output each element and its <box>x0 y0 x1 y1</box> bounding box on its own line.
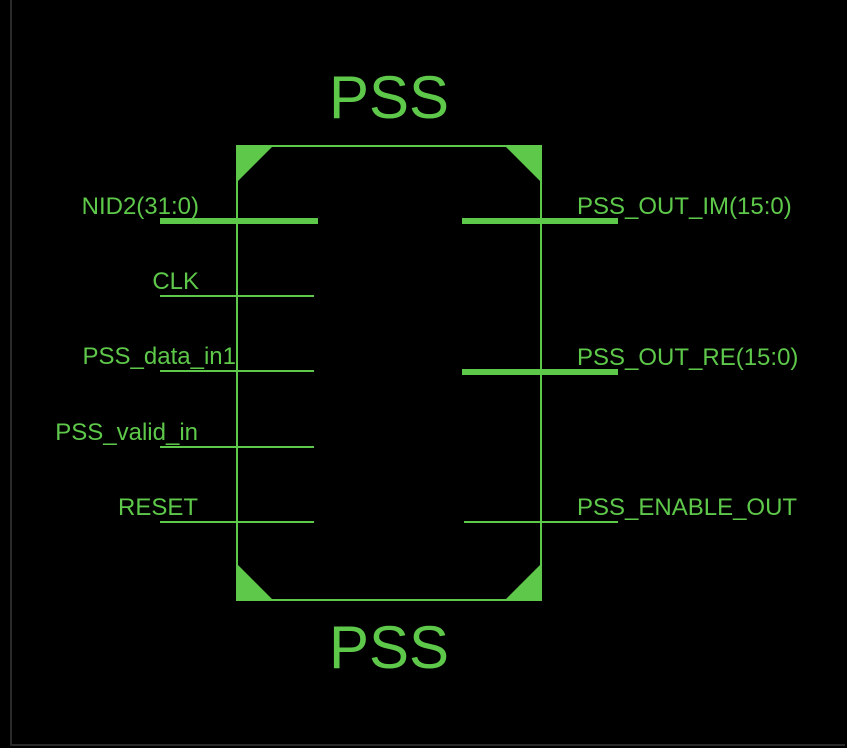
pin-label-nid2: NID2(31:0) <box>82 193 199 220</box>
corner-marker-top-left <box>237 146 273 182</box>
pin-label-pss-enable-out: PSS_ENABLE_OUT <box>577 494 797 521</box>
corner-marker-top-right <box>505 146 541 182</box>
block-title-top: PSS <box>329 64 449 131</box>
pin-label-pss-valid-in: PSS_valid_in <box>55 419 198 446</box>
schematic-frame <box>10 0 845 746</box>
pin-label-clk: CLK <box>152 268 199 295</box>
pin-label-reset: RESET <box>118 494 198 521</box>
pin-label-pss-out-re: PSS_OUT_RE(15:0) <box>577 344 798 371</box>
corner-marker-bottom-right <box>505 564 541 600</box>
corner-marker-bottom-left <box>237 564 273 600</box>
pin-label-pss-data-in1: PSS_data_in1 <box>83 343 236 370</box>
pin-label-pss-out-im: PSS_OUT_IM(15:0) <box>577 193 792 220</box>
block-title-bottom: PSS <box>329 614 449 681</box>
